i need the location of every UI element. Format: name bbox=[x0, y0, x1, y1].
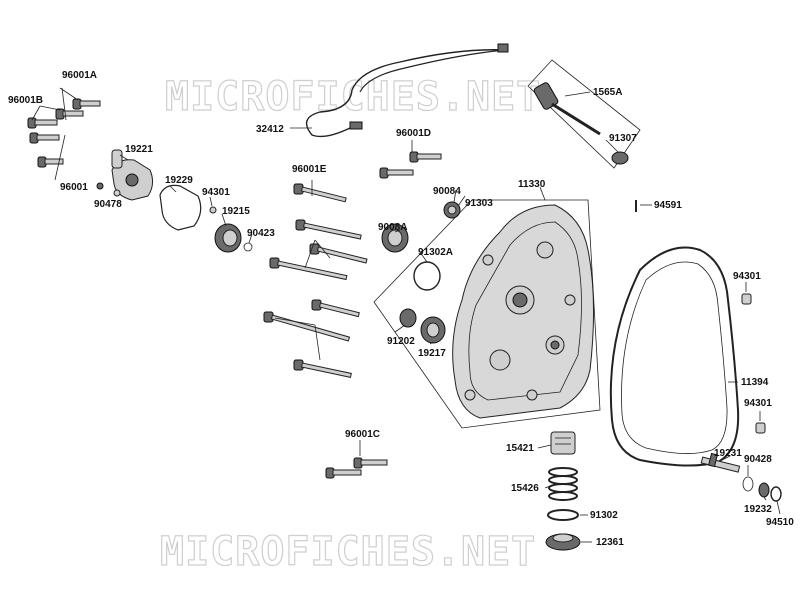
bolt-96001C-2 bbox=[325, 467, 362, 479]
label-96001E: 96001E bbox=[292, 164, 327, 175]
washer-90478 bbox=[113, 189, 121, 197]
label-96001: 96001 bbox=[60, 182, 88, 193]
long-bolt-5 bbox=[311, 299, 360, 318]
bolt-96001B-4 bbox=[37, 156, 64, 168]
label-15426: 15426 bbox=[511, 483, 539, 494]
bolt-96001B-3 bbox=[29, 132, 60, 144]
bearing-19217 bbox=[420, 316, 446, 344]
clip-94510 bbox=[770, 486, 782, 502]
label-19221: 19221 bbox=[125, 144, 153, 155]
label-91302: 91302 bbox=[590, 510, 618, 521]
dipstick-frame bbox=[527, 59, 641, 169]
dipstick-1565A bbox=[533, 82, 601, 136]
label-19232: 19232 bbox=[744, 504, 772, 515]
label-94301-a: 94301 bbox=[202, 187, 230, 198]
bolt-96001B-2 bbox=[27, 117, 58, 129]
label-90478: 90478 bbox=[94, 199, 122, 210]
gasket-11394 bbox=[609, 246, 740, 467]
washer-90423 bbox=[243, 242, 253, 252]
label-91202: 91202 bbox=[387, 336, 415, 347]
cap-12361 bbox=[545, 533, 581, 551]
long-bolt-6 bbox=[263, 311, 351, 342]
label-19215: 19215 bbox=[222, 206, 250, 217]
filter-15421 bbox=[550, 431, 576, 455]
oring-91302A bbox=[413, 261, 441, 291]
label-19231: 19231 bbox=[714, 448, 742, 459]
label-96001B: 96001B bbox=[8, 95, 43, 106]
washer-90428 bbox=[742, 476, 754, 492]
crankcase-cover-11330 bbox=[452, 204, 595, 419]
shaft-19231 bbox=[700, 452, 741, 473]
washer-96001 bbox=[96, 182, 104, 190]
bolt-96001A bbox=[72, 98, 101, 110]
label-1565A: 1565A bbox=[593, 87, 622, 98]
label-90423: 90423 bbox=[247, 228, 275, 239]
label-32412: 32412 bbox=[256, 124, 284, 135]
pin-94301-b bbox=[741, 293, 752, 305]
bolt-96001D-2 bbox=[379, 167, 414, 179]
long-bolt-7 bbox=[293, 359, 352, 378]
label-96001A: 96001A bbox=[62, 70, 97, 81]
label-94301-c: 94301 bbox=[744, 398, 772, 409]
oring-91307 bbox=[611, 151, 629, 165]
bolt-96001D-1 bbox=[409, 151, 442, 163]
label-91302A: 91302A bbox=[418, 247, 453, 258]
label-19217: 19217 bbox=[418, 348, 446, 359]
watermark-top: MICROFICHES.NET bbox=[165, 74, 541, 120]
pin-94301-c bbox=[755, 422, 766, 434]
watermark-bottom: MICROFICHES.NET bbox=[160, 529, 536, 575]
label-90428: 90428 bbox=[744, 454, 772, 465]
label-91303: 91303 bbox=[465, 198, 493, 209]
label-12361: 12361 bbox=[596, 537, 624, 548]
long-bolt-4 bbox=[269, 257, 348, 281]
seal-91202 bbox=[399, 308, 417, 328]
label-94301-b: 94301 bbox=[733, 271, 761, 282]
long-bolt-3 bbox=[309, 243, 368, 264]
label-15421: 15421 bbox=[506, 443, 534, 454]
oring-91302 bbox=[547, 509, 579, 521]
ring-19232 bbox=[758, 482, 770, 498]
gasket-19229 bbox=[159, 184, 202, 231]
spring-15426 bbox=[548, 467, 578, 501]
label-90084: 90084 bbox=[433, 186, 461, 197]
seal-9008A bbox=[381, 223, 409, 253]
plug-90084 bbox=[443, 201, 461, 219]
impeller-19215 bbox=[214, 223, 242, 253]
bolt-96001C-1 bbox=[353, 457, 388, 469]
label-91307: 91307 bbox=[609, 133, 637, 144]
label-9008A: 9008A bbox=[378, 222, 407, 233]
label-11330: 11330 bbox=[518, 179, 546, 190]
label-96001D: 96001D bbox=[396, 128, 431, 139]
label-11394: 11394 bbox=[741, 377, 769, 388]
pin-94301-a bbox=[209, 206, 217, 214]
label-96001C: 96001C bbox=[345, 429, 380, 440]
label-19229: 19229 bbox=[165, 175, 193, 186]
label-94510: 94510 bbox=[766, 517, 794, 528]
bolt-96001B-1 bbox=[55, 108, 84, 120]
long-bolt-1 bbox=[293, 183, 347, 203]
cable-32412 bbox=[305, 43, 509, 138]
cover-frame-11330 bbox=[373, 199, 601, 429]
label-94591: 94591 bbox=[654, 200, 682, 211]
long-bolt-2 bbox=[295, 219, 362, 240]
